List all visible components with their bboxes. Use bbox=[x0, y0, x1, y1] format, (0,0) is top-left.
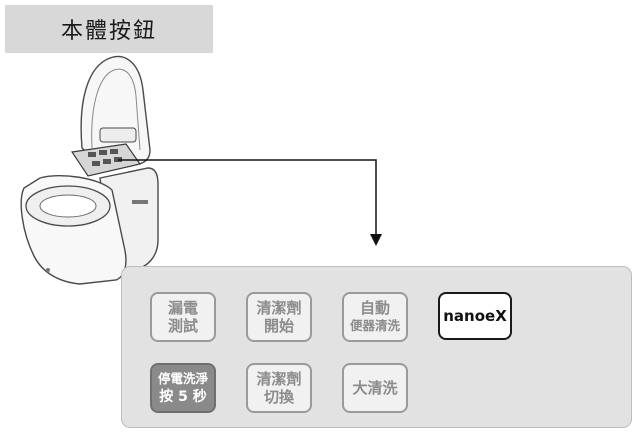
button-panel: 漏電 測試 清潔劑 開始 自動 便器清洗 nanoeX 停電洗淨 按 5 秒 清… bbox=[121, 266, 632, 428]
button-label: 清潔劑 bbox=[256, 299, 302, 317]
button-label: 自動 bbox=[359, 299, 390, 317]
button-label: 大清洗 bbox=[352, 379, 398, 397]
button-label: 測試 bbox=[167, 317, 198, 335]
button-label: 按 5 秒 bbox=[159, 389, 207, 405]
leak-test-button[interactable]: 漏電 測試 bbox=[150, 292, 216, 342]
section-title: 本體按鈕 bbox=[5, 5, 213, 53]
button-label: nanoeX bbox=[443, 307, 507, 325]
detergent-switch-button[interactable]: 清潔劑 切換 bbox=[246, 363, 312, 413]
button-label: 漏電 bbox=[167, 299, 198, 317]
button-label: 便器清洗 bbox=[349, 318, 400, 333]
power-outage-flush-button[interactable]: 停電洗淨 按 5 秒 bbox=[150, 363, 216, 413]
auto-bowl-clean-button[interactable]: 自動 便器清洗 bbox=[342, 292, 408, 342]
button-label: 開始 bbox=[263, 317, 294, 335]
detergent-start-button[interactable]: 清潔劑 開始 bbox=[246, 292, 312, 342]
big-flush-button[interactable]: 大清洗 bbox=[342, 363, 408, 413]
button-label: 切換 bbox=[263, 388, 294, 406]
button-label: 停電洗淨 bbox=[157, 371, 208, 386]
nanoex-button[interactable]: nanoeX bbox=[438, 292, 512, 340]
button-label: 清潔劑 bbox=[256, 370, 302, 388]
